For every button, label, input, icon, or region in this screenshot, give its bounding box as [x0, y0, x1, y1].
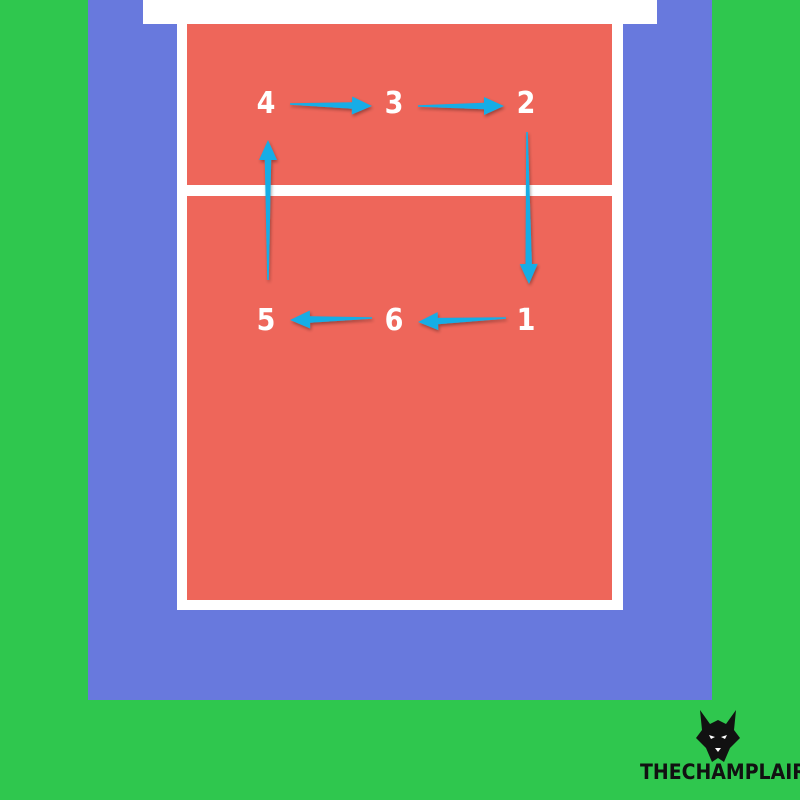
arrow-4-to-3	[290, 96, 372, 115]
position-6: 6	[384, 303, 404, 338]
back-zone	[187, 196, 612, 600]
net-band	[143, 0, 657, 24]
brand-logo: THECHAMPLAIR	[640, 708, 800, 794]
arrow-1-to-6	[418, 312, 506, 331]
position-4: 4	[256, 86, 276, 121]
wolf-head-icon	[696, 710, 740, 762]
position-3: 3	[384, 86, 404, 121]
brand-name: THECHAMPLAIR	[640, 760, 800, 784]
arrow-6-to-5	[290, 310, 372, 329]
position-5: 5	[256, 303, 276, 338]
arrow-3-to-2	[418, 97, 504, 115]
arrow-2-to-1	[519, 132, 538, 284]
front-zone	[187, 24, 612, 185]
position-1: 1	[516, 303, 536, 338]
position-2: 2	[516, 86, 536, 121]
arrow-5-to-4	[259, 140, 277, 280]
